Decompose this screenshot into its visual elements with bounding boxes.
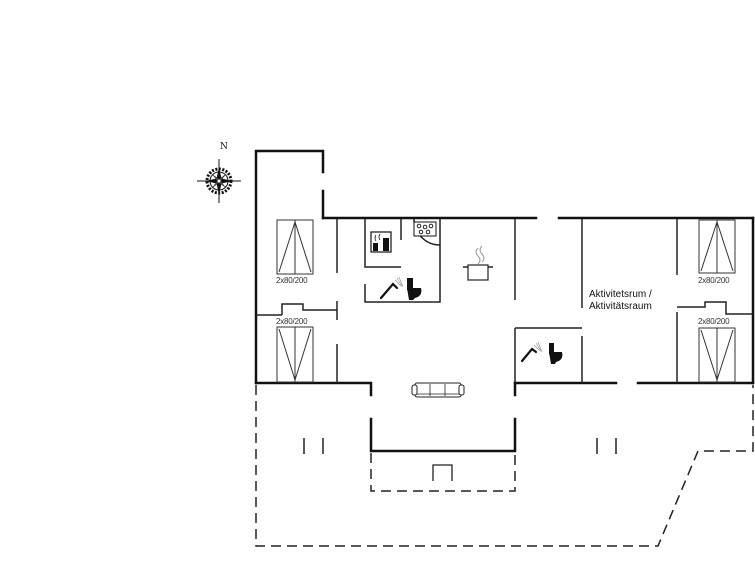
- interior-walls: [256, 218, 753, 383]
- bed-size-label: 2x80/200: [698, 276, 730, 285]
- bed-right-bottom: [698, 327, 736, 383]
- bed-size-label: 2x80/200: [698, 317, 730, 326]
- bed-size-label: 2x80/200: [276, 276, 308, 285]
- whirlpool-icon: [413, 221, 437, 237]
- bed-right-top: [698, 219, 736, 274]
- terrace-markers: [303, 438, 617, 454]
- bed-left-bottom: [276, 326, 314, 383]
- room-label-line2: Aktivitätsraum: [589, 301, 652, 312]
- shower-icon: [379, 276, 404, 300]
- room-label-line1: Aktivitetsrum /: [589, 289, 652, 300]
- room-label-activity: Aktivitetsrum / Aktivitätsraum: [589, 289, 652, 313]
- toilet-icon: [407, 278, 422, 300]
- sofa-icon: [411, 382, 465, 398]
- compass-rose-icon: [197, 159, 241, 203]
- compass-north-label: N: [220, 142, 228, 152]
- sauna-icon: [370, 231, 392, 253]
- cooking-pot-icon: [463, 245, 493, 281]
- bed-size-label: 2x80/200: [276, 317, 308, 326]
- toilet-icon: [549, 343, 563, 364]
- walls: [254, 149, 755, 453]
- bed-left-top: [276, 219, 314, 275]
- shower-icon: [520, 341, 543, 363]
- terrace-outline: [255, 385, 754, 547]
- fireplace-icon: [432, 464, 453, 481]
